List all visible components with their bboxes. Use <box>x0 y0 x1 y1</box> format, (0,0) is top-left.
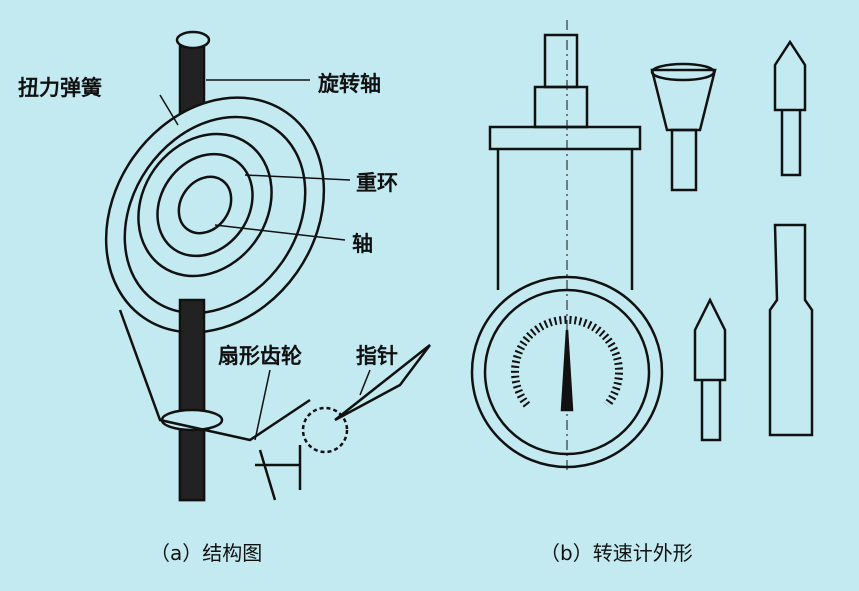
label-rotating-shaft: 旋转轴 <box>318 72 381 96</box>
extension-rod <box>768 223 814 437</box>
torsion-spring-coil-2 <box>156 152 254 258</box>
label-axle: 轴 <box>352 232 373 256</box>
label-torsion-spring: 扭力弹簧 <box>18 76 102 100</box>
sector-gear <box>301 406 349 454</box>
label-sector-gear: 扇形齿轮 <box>218 344 302 368</box>
cone-tip <box>773 39 807 177</box>
linkage-rod <box>118 309 311 442</box>
cone-tip-2 <box>693 297 727 442</box>
label-weight-ring: 重环 <box>356 171 398 195</box>
caption-a: （a）结构图 <box>150 541 263 565</box>
caption-b: （b）转速计外形 <box>540 541 693 565</box>
pointer <box>334 344 431 422</box>
weight-ring-outer <box>104 96 326 334</box>
label-pointer: 指针 <box>356 344 398 368</box>
torsion-spring-coil-1 <box>137 132 273 278</box>
torsion-spring-coil-3 <box>177 175 233 235</box>
structure-diagram <box>104 30 431 502</box>
weight-ring-inner <box>123 115 307 315</box>
cup-tip <box>650 68 717 132</box>
tachometer-exterior <box>470 20 814 470</box>
shaft-top <box>175 30 211 50</box>
fork <box>255 445 302 501</box>
dial-scale <box>511 315 623 408</box>
